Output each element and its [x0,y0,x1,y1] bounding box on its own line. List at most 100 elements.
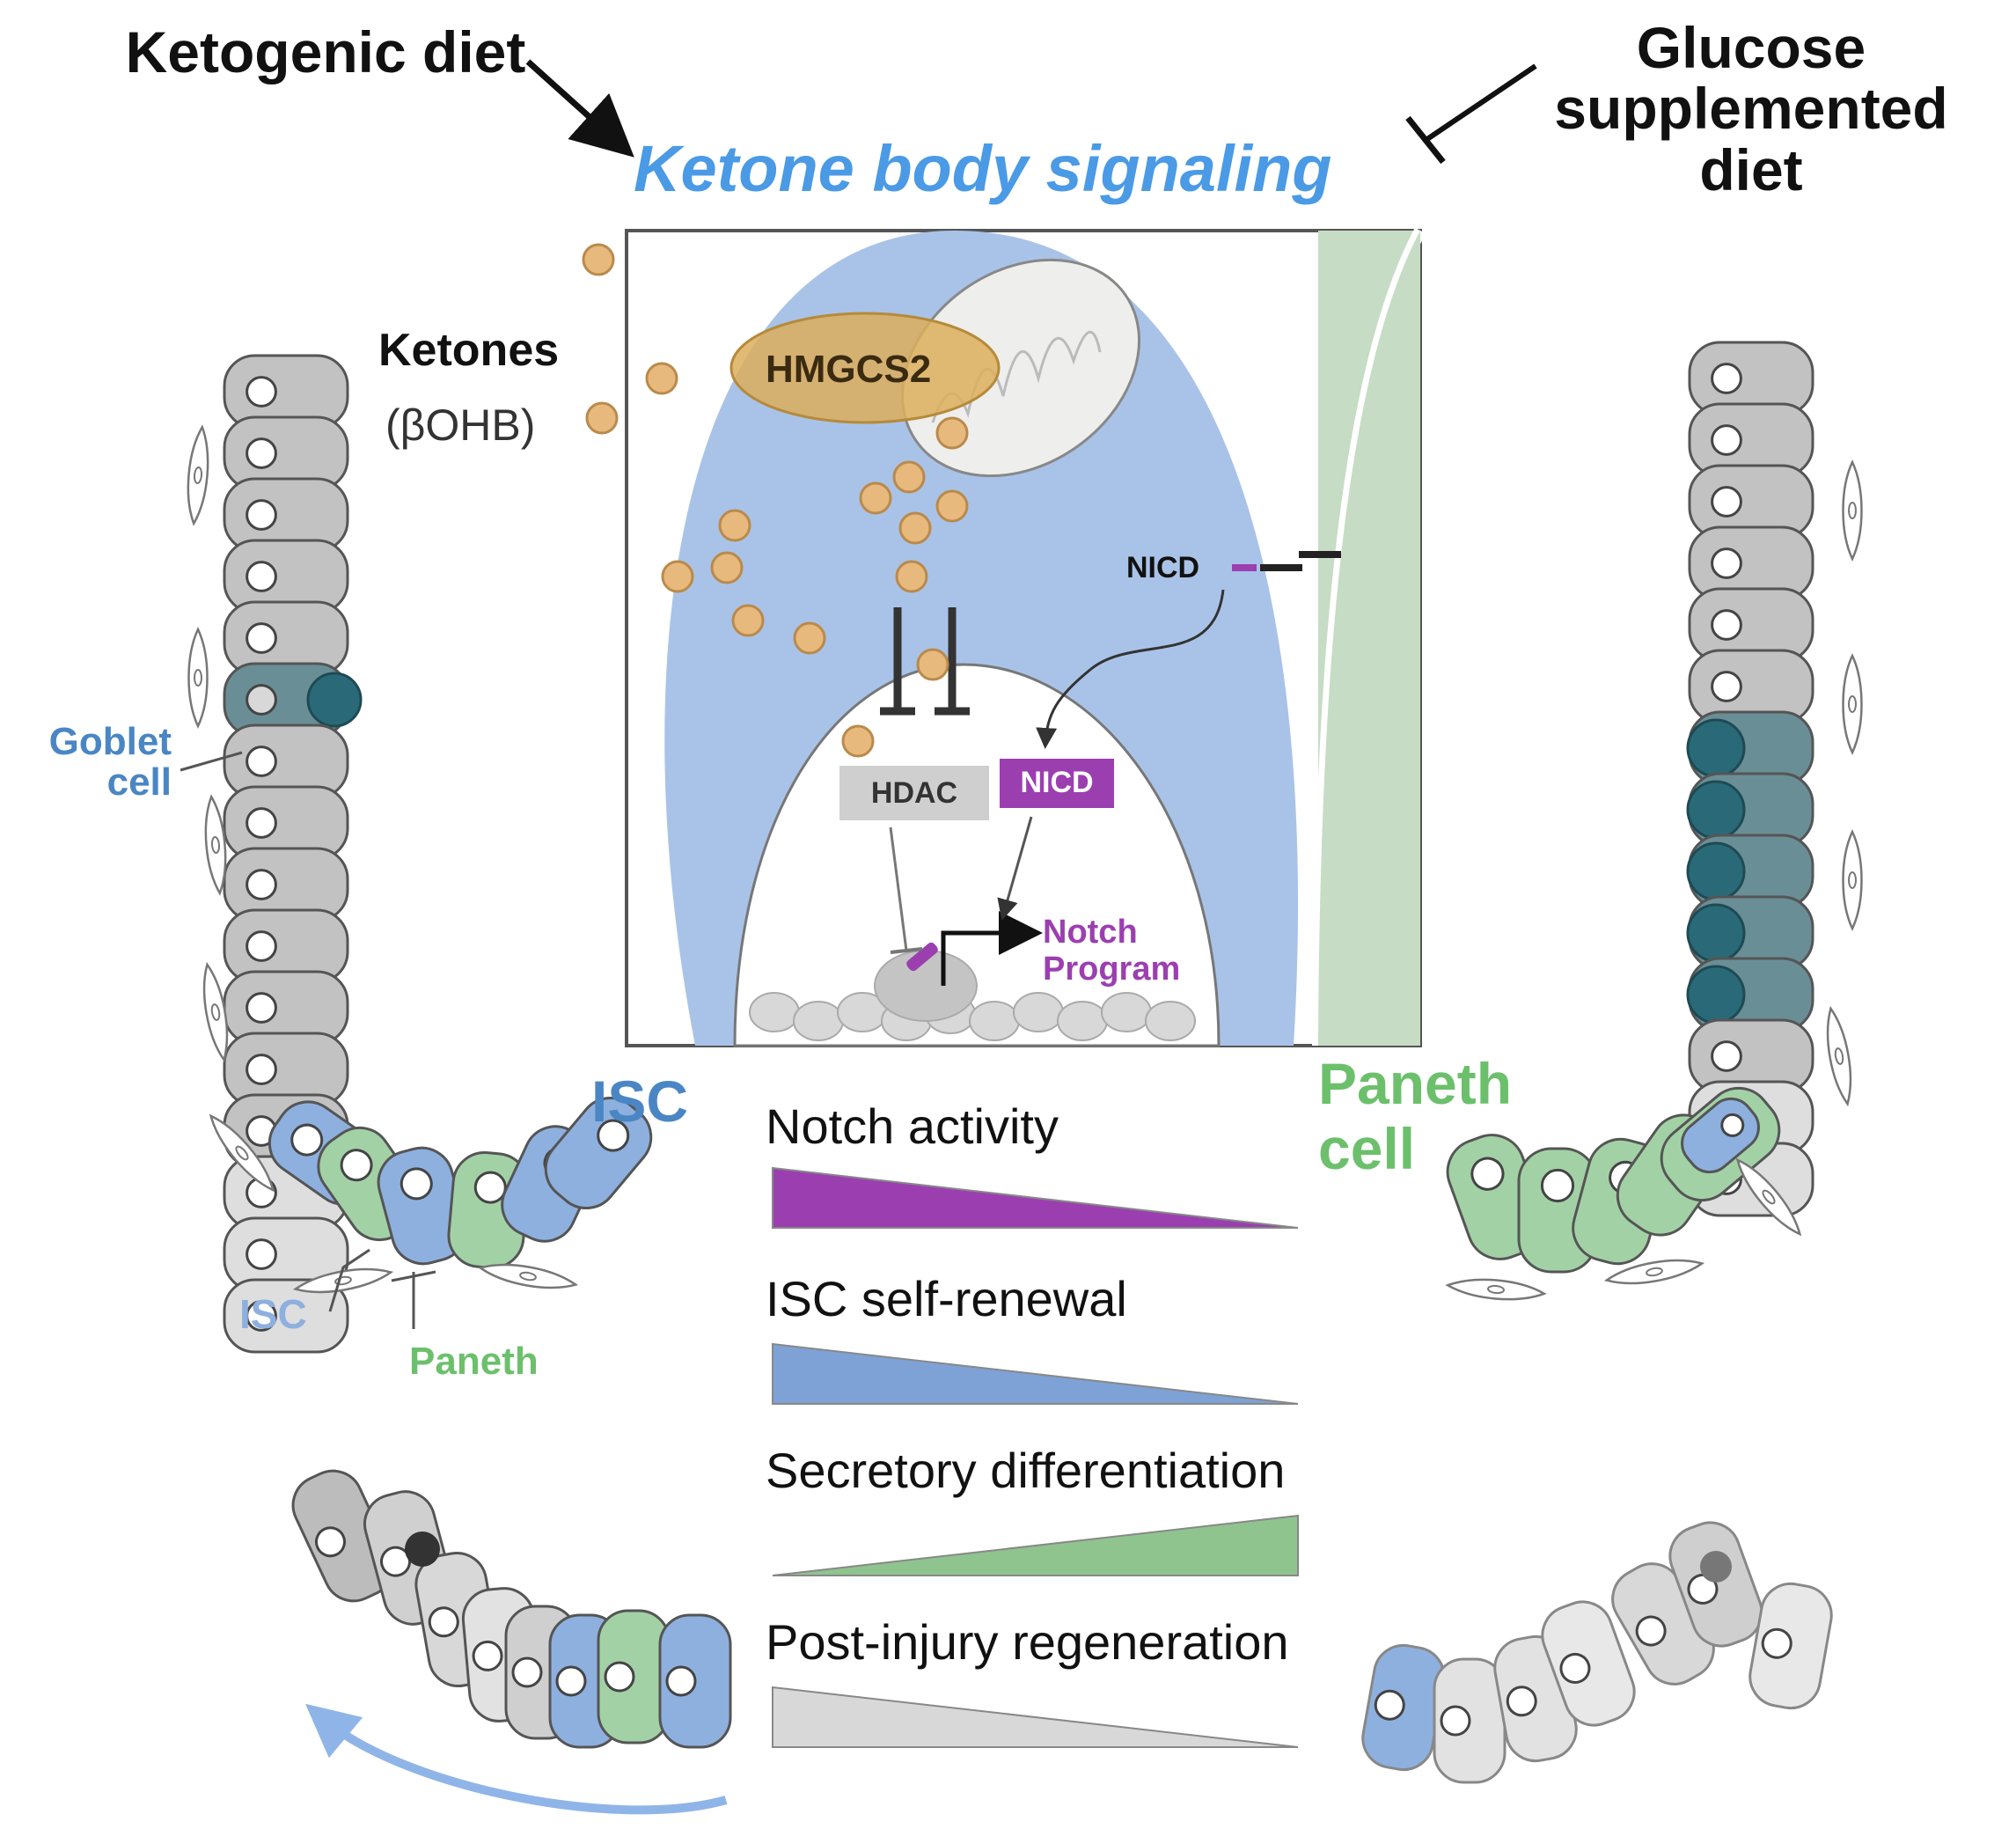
ketone-dot [935,489,969,523]
inhibition-bar [1405,115,1446,165]
readout-wedge-0 [772,1166,1299,1229]
regen-cell [658,1613,732,1749]
stromal-cell [187,424,209,526]
ketone-dot [710,551,744,584]
stromal-cell [1842,829,1863,931]
goblet-granule [1686,965,1746,1025]
readout-wedge-2 [772,1514,1299,1576]
goblet-granule [1686,841,1746,901]
epithelial-cell [1688,341,1814,416]
stromal-cell [1445,1278,1547,1301]
epithelial-cell [223,724,349,799]
stromal-cell [292,1267,394,1294]
epithelial-cell [223,1216,349,1292]
ketones-label: Ketones [378,325,560,376]
stromal-cell [187,627,209,729]
readout-label-notch: Notch activity [766,1098,1059,1154]
hdac-box [839,766,989,820]
regeneration-arrow [304,1703,728,1815]
ketone-dot [585,401,619,435]
epithelial-cell [223,600,349,676]
ketone-dot [898,511,932,545]
readout-label-isc: ISC self-renewal [766,1271,1127,1326]
epithelial-cell [223,847,349,922]
regen-cell [597,1609,671,1745]
epithelial-cell [1688,587,1814,663]
inhibition-line [1426,63,1537,142]
epithelial-cell [1688,464,1814,540]
ketone-dot [892,460,926,494]
ketone-dot [718,509,751,542]
goblet-granule [1686,780,1746,840]
notch-binding-site [906,942,938,972]
epithelial-cell [223,1032,349,1107]
readout-label-secretory: Secretory differentiation [766,1443,1286,1498]
ketone-dot [793,621,826,655]
isc-label-large: ISC [591,1069,689,1134]
ketone-bodies [582,243,969,758]
ketone-dot [661,560,694,593]
chromatin [749,950,1196,1041]
nicd-membrane-label: NICD [1126,551,1200,584]
stem-cell [377,1146,468,1266]
ketone-dot [859,481,892,515]
regen-cell [1541,1600,1636,1727]
readout-wedge-3 [772,1686,1299,1748]
stromal-cell [1735,1157,1802,1237]
ketone-dot [935,416,969,450]
readout-wedge-1 [772,1342,1299,1405]
transcription-arrow [941,911,1043,986]
goblet-granule [405,1532,440,1567]
stromal-cell [209,1113,275,1193]
stromal-cell [1826,1005,1852,1107]
notch-program-line1: Notch [1043,914,1138,951]
regen-cell [1433,1657,1507,1784]
epithelial-cell [223,1278,349,1354]
epithelial-cell [223,477,349,553]
nicd-nuclear-box [1000,759,1114,808]
regeneration-cells [291,1469,1833,1784]
activation-arrow [525,59,634,158]
ketone-dot [916,648,949,681]
stromal-cell [1603,1259,1705,1285]
hmgcs2-label: HMGCS2 [766,348,932,391]
epithelial-cell [223,970,349,1046]
ketone-hdac-inhibition [880,607,970,716]
goblet-cell-label: Goblet cell [48,720,172,804]
ketone-signaling-title: Ketone body signaling [634,132,1332,205]
paneth-label-small: Paneth [409,1340,539,1383]
ketone-dot [841,724,875,758]
ketone-dot [731,604,765,637]
goblet-granule [1700,1551,1732,1583]
ketone-dot [645,362,678,395]
crypt-ketogenic [187,354,653,1354]
readout-label-regeneration: Post-injury regeneration [766,1614,1289,1670]
paneth-cell [447,1151,530,1269]
crypt-glucose [1445,341,1863,1301]
hmgcs2-enzyme [729,312,1001,424]
nicd-activation-line [997,816,1033,921]
paneth-cell-label-large: Paneth cell [1318,1051,1513,1181]
regen-cell [291,1469,395,1603]
stem-cell [544,1096,653,1210]
ketogenic-diet-label: Ketogenic diet [125,19,526,84]
nicd-nuclear-label: NICD [1020,766,1094,799]
stromal-cell [1842,653,1863,755]
ketone-dot [582,243,615,276]
bohb-label: (βOHB) [385,400,536,450]
stromal-cell [1842,459,1863,562]
isc-label-small: ISC [239,1291,307,1337]
stromal-cell [202,961,229,1063]
glucose-diet-label: Glucose supplemented diet [1554,15,1948,202]
goblet-granule [306,672,363,728]
ketone-dot [895,560,928,593]
goblet-granule [1686,903,1746,963]
goblet-pointer [180,751,243,772]
regen-cell [1748,1582,1833,1710]
readout-wedges [772,1166,1299,1748]
nicd-translocation-arrow [1036,589,1225,749]
isc-pointer [328,1248,370,1312]
notch-program-line2: Program [1043,951,1181,988]
epithelial-cell [223,539,349,614]
cell-inset [625,227,1426,1047]
